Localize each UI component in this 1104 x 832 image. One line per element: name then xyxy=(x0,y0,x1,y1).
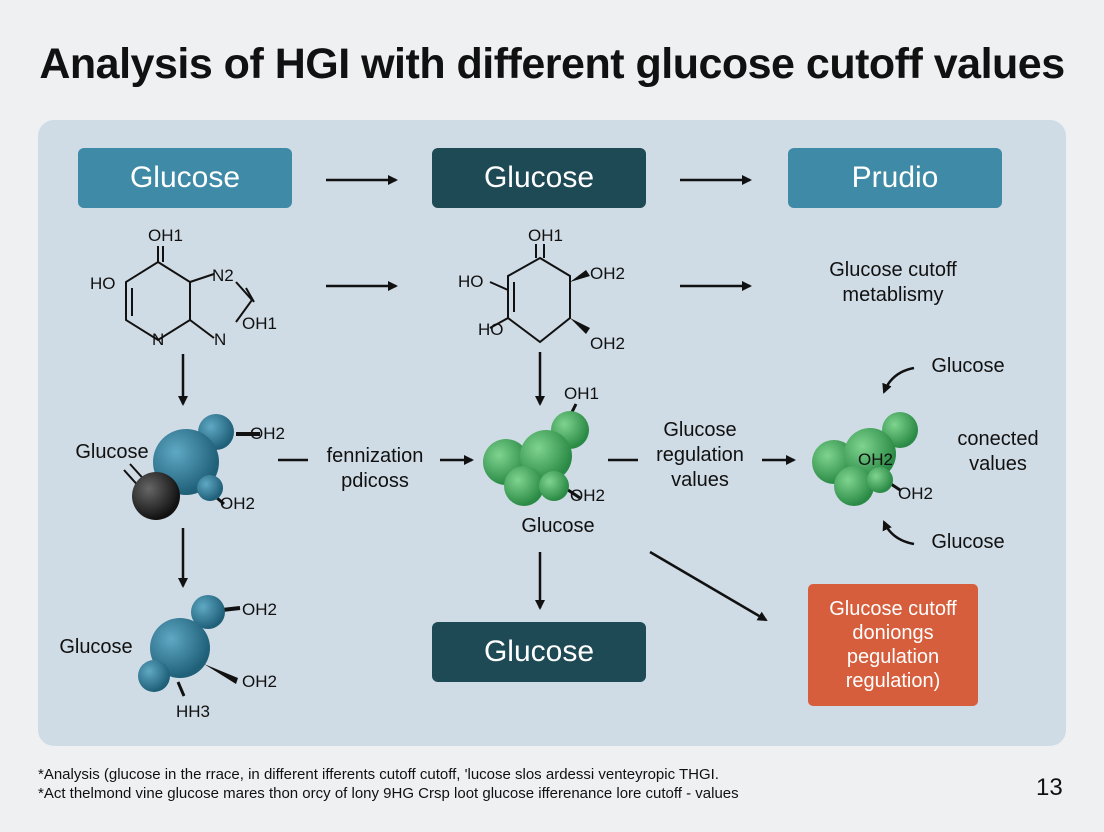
mol3-oh2-b: OH2 xyxy=(898,484,933,503)
glucose-box-top-middle: Glucose xyxy=(432,148,646,208)
ring1-n2-group: N2 xyxy=(212,266,234,285)
mol3-oh2-a: OH2 xyxy=(858,450,893,469)
footnote-2: *Act thelmond vine glucose mares thon or… xyxy=(38,785,739,802)
mol1-oh2-top: OH2 xyxy=(250,424,285,443)
glucose-label-right-bottom: Glucose xyxy=(931,531,1005,553)
mol4-oh2-bottom: OH2 xyxy=(242,672,277,691)
arrow-curve-bottom xyxy=(882,520,915,546)
ring-structure-middle xyxy=(489,244,571,344)
connected-values-label: conected values xyxy=(957,428,1039,475)
ring1-top-group: OH1 xyxy=(148,226,183,245)
mol2-oh1: OH1 xyxy=(564,384,599,403)
ring1-oh1-group: OH1 xyxy=(242,314,277,333)
glucose-label-left-1: Glucose xyxy=(75,441,149,463)
mol4-oh2-top: OH2 xyxy=(242,600,277,619)
molecule-green-1 xyxy=(483,403,589,506)
footnote-1: *Analysis (glucose in the rrace, in diff… xyxy=(38,766,719,783)
page-number: 13 xyxy=(1036,774,1063,801)
molecule-blue-2 xyxy=(138,595,241,697)
cutoff-metabolism-label: Glucose cutoff metablismy xyxy=(829,259,957,306)
glucose-label-left-2: Glucose xyxy=(59,636,133,658)
wedge-bond-1 xyxy=(570,270,590,282)
ring2-oh2-top: OH2 xyxy=(590,264,625,283)
ring-structure-left xyxy=(125,246,255,342)
ring1-ho-group: HO xyxy=(90,274,116,293)
molecule-blue-1 xyxy=(123,414,260,520)
arrow-diagonal xyxy=(649,550,768,622)
ring2-top-group: OH1 xyxy=(528,226,563,245)
glucose-box-bottom-middle: Glucose xyxy=(432,622,646,682)
mol4-hh3: HH3 xyxy=(176,702,211,721)
glucose-label-middle: Glucose xyxy=(521,515,595,537)
arrow-curve-top xyxy=(882,366,915,394)
ring2-oh2-bottom: OH2 xyxy=(590,334,625,353)
wedge-bond-2 xyxy=(570,318,590,334)
glucose-label-right-top: Glucose xyxy=(931,355,1005,377)
ring1-n-right: N xyxy=(214,330,227,349)
prudio-box-top-right: Prudio xyxy=(788,148,1002,208)
glucose-box-top-left: Glucose xyxy=(78,148,292,208)
page-title: Analysis of HGI with different glucose c… xyxy=(39,40,1065,88)
glucose-cutoff-regulation-box: Glucose cutoff doniongs pegulation regul… xyxy=(808,584,978,706)
mol1-oh2-bottom: OH2 xyxy=(220,494,255,513)
fermentation-process-label: fennization pdicoss xyxy=(326,445,424,492)
ring2-ho-bottom: HO xyxy=(478,320,504,339)
ring1-n-left: N xyxy=(152,330,165,349)
molecule-green-2 xyxy=(812,412,918,506)
ring2-ho-top: HO xyxy=(458,272,484,291)
mol2-oh2: OH2 xyxy=(570,486,605,505)
glucose-regulation-label: Glucose regulation values xyxy=(656,419,744,491)
